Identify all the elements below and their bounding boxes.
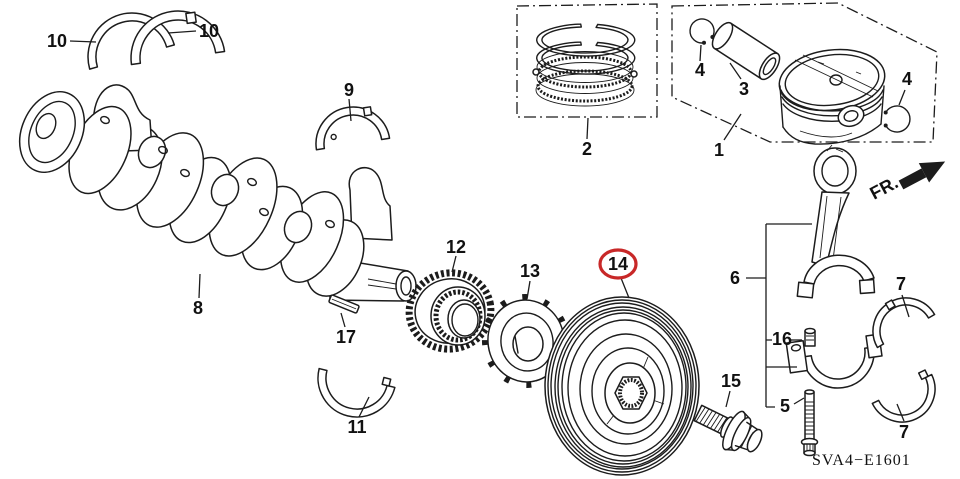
diagram-code: SVA4−E1601: [812, 452, 911, 469]
rod-bearing-upper-7: [872, 297, 936, 349]
timing-gear-drawing: [405, 269, 495, 353]
part-callout-3[interactable]: 3: [738, 79, 750, 99]
connecting-rod-drawing: [796, 144, 876, 299]
part-callout-7-b[interactable]: 7: [898, 422, 910, 442]
part-callout-17[interactable]: 17: [335, 327, 357, 347]
rod-dowel-drawing: [804, 327, 816, 347]
part-callout-16[interactable]: 16: [771, 329, 793, 349]
part-callout-9[interactable]: 9: [343, 80, 355, 100]
highlight-ring-14: [598, 248, 638, 280]
rod-bolt-drawing: [800, 389, 819, 457]
piston-kit-box: [671, 2, 938, 145]
leader-lines: [69, 30, 910, 422]
main-bearing-upper-left: [87, 12, 176, 70]
rod-bearing-lower-7: [871, 369, 936, 423]
pulley-bolt-drawing: [693, 404, 763, 453]
part-callout-1[interactable]: 1: [713, 140, 725, 160]
main-bearing-lower-11: [317, 367, 396, 418]
part-callout-4-b[interactable]: 4: [901, 69, 913, 89]
fr-direction-marker: FR.: [866, 161, 946, 204]
part-callout-5[interactable]: 5: [779, 396, 791, 416]
part-callout-8[interactable]: 8: [192, 298, 204, 318]
part-callout-10-a[interactable]: 10: [46, 31, 68, 51]
part-callout-10-b[interactable]: 10: [198, 21, 220, 41]
fr-direction-label: FR.: [866, 172, 901, 203]
part-callout-13[interactable]: 13: [519, 261, 541, 281]
part-callout-14-highlighted[interactable]: 14: [607, 254, 629, 274]
crankshaft-drawing: [18, 84, 417, 302]
main-bearing-upper-right: [130, 10, 226, 66]
woodruff-key-drawing: [328, 294, 360, 314]
part-callout-4-a[interactable]: 4: [694, 60, 706, 80]
part-callout-7-a[interactable]: 7: [895, 274, 907, 294]
main-bearing-9: [315, 106, 391, 151]
part-callout-2[interactable]: 2: [581, 139, 593, 159]
part-callout-15[interactable]: 15: [720, 371, 742, 391]
part-callout-6[interactable]: 6: [729, 268, 741, 288]
ring-set-box: [516, 3, 658, 140]
part-callout-11[interactable]: 11: [347, 417, 367, 437]
crank-pulley-drawing: [544, 296, 700, 476]
part-callout-12[interactable]: 12: [445, 237, 467, 257]
